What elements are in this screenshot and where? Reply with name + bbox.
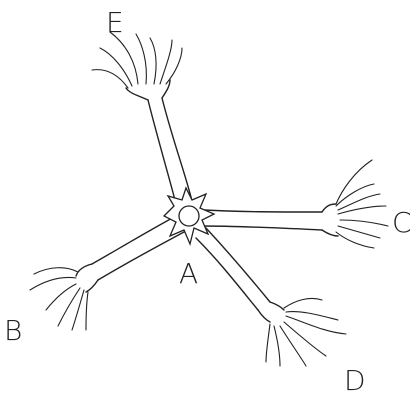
branch-b-tentacles <box>30 268 88 330</box>
branch-e <box>92 32 192 204</box>
branch-d <box>196 228 346 366</box>
label-d: D <box>344 364 366 393</box>
branch-d-tentacles <box>266 298 346 366</box>
branch-e-tentacles <box>92 32 182 88</box>
branch-b <box>30 216 184 330</box>
branch-c <box>202 160 388 248</box>
branch-c-tentacles <box>336 160 388 248</box>
label-b: B <box>4 314 22 347</box>
central-body-a <box>164 188 214 244</box>
label-a: A <box>179 257 198 290</box>
label-e: E <box>106 6 124 39</box>
label-c: C <box>392 206 412 239</box>
